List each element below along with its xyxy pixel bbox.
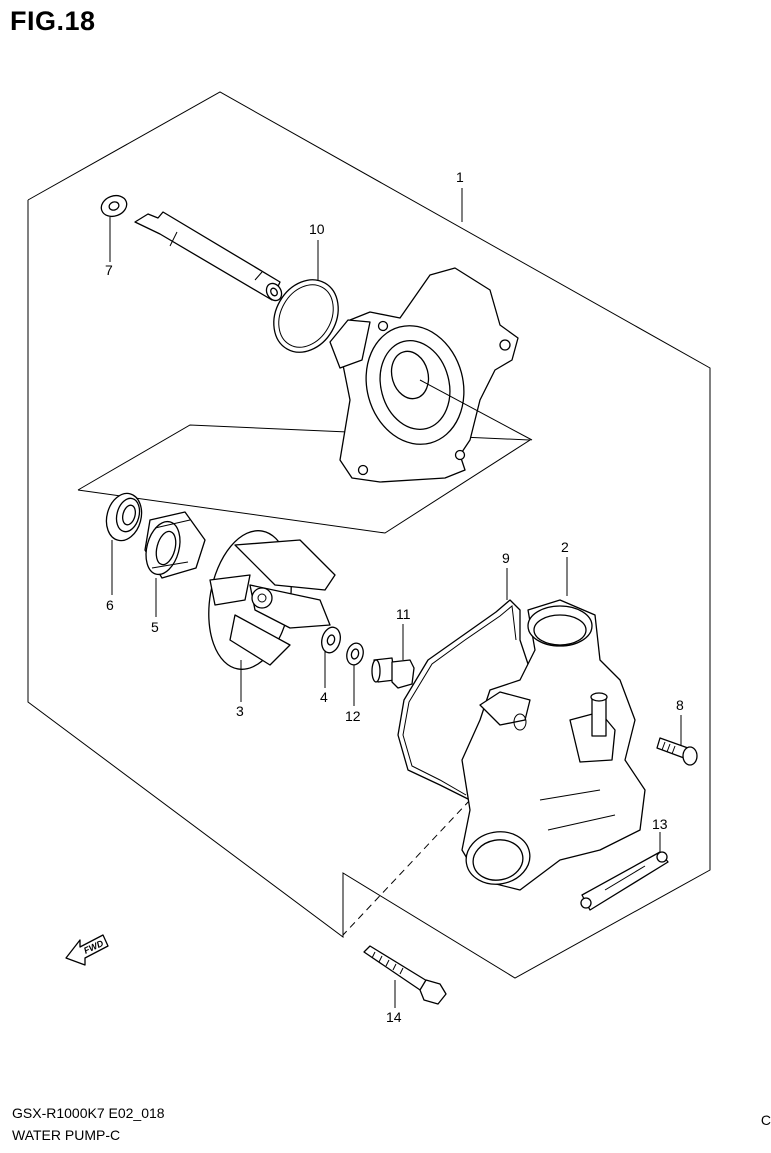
bolt-part-11	[371, 657, 415, 689]
leader-1-case	[419, 379, 533, 441]
pump-shaft	[134, 211, 283, 302]
bolt-dashed-leader	[342, 799, 471, 936]
callout-8: 8	[676, 697, 684, 713]
washer-part-7	[100, 194, 128, 218]
callout-9: 9	[502, 550, 510, 566]
oil-seal-part-6	[105, 492, 143, 542]
callout-1: 1	[456, 169, 464, 185]
callout-11: 11	[396, 606, 411, 622]
model-code: GSX-R1000K7 E02_018	[12, 1105, 165, 1121]
clamp-part-13	[580, 851, 669, 911]
callout-4: 4	[320, 689, 328, 705]
mechanical-seal-part-5	[144, 511, 206, 579]
o-ring-part-10	[273, 279, 339, 353]
pump-case-part-1	[329, 267, 519, 483]
callout-12: 12	[345, 708, 361, 724]
bolt-part-14	[363, 945, 447, 1005]
callout-5: 5	[151, 619, 159, 635]
figure-title: FIG.18	[10, 6, 96, 36]
corner-mark: C	[760, 1112, 771, 1128]
section-name: WATER PUMP-C	[12, 1127, 121, 1143]
assembly-frame	[27, 91, 711, 979]
callout-13: 13	[652, 816, 668, 832]
callout-10: 10	[309, 221, 325, 237]
callout-2: 2	[561, 539, 569, 555]
bolt-part-8	[656, 737, 698, 766]
forward-direction-arrow: FWD	[65, 934, 109, 966]
washer-part-12	[346, 642, 364, 666]
callout-14: 14	[386, 1009, 402, 1025]
callout-6: 6	[106, 597, 114, 613]
impeller-part-3	[208, 530, 336, 670]
pump-housing-part-2	[461, 599, 646, 891]
washer-part-4	[321, 626, 341, 654]
cover-frame	[77, 424, 532, 534]
callout-3: 3	[236, 703, 244, 719]
callout-7: 7	[105, 262, 113, 278]
